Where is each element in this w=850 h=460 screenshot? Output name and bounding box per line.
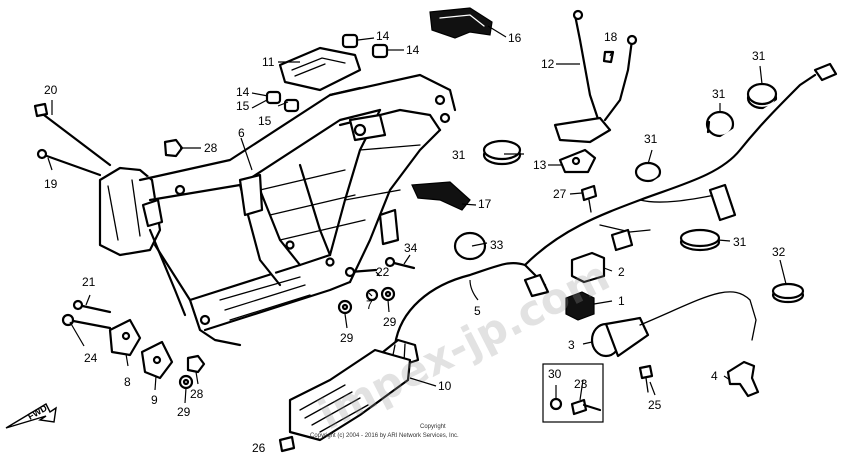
rubber-cushions[interactable] xyxy=(265,33,389,113)
callout-31-a: 31 xyxy=(452,148,466,162)
bolt-26[interactable] xyxy=(278,435,296,453)
callout-10: 10 xyxy=(438,379,452,393)
regulator-2[interactable] xyxy=(570,251,606,284)
wire-harness[interactable] xyxy=(381,62,838,368)
rear-stay[interactable] xyxy=(553,9,638,144)
callout-29-c: 29 xyxy=(177,405,191,419)
callout-9: 9 xyxy=(151,393,158,407)
callout-15-b: 15 xyxy=(258,114,272,128)
callout-14-c: 14 xyxy=(236,85,250,99)
callout-24: 24 xyxy=(84,351,98,365)
bolt-23[interactable] xyxy=(570,398,602,416)
bolt-22[interactable] xyxy=(344,266,378,278)
callout-15-a: 15 xyxy=(236,99,250,113)
callout-8: 8 xyxy=(124,375,131,389)
callout-19: 19 xyxy=(44,177,58,191)
callout-27: 27 xyxy=(553,187,567,201)
callout-7: 7 xyxy=(366,298,373,312)
callout-4: 4 xyxy=(711,369,718,383)
bolt-21[interactable] xyxy=(72,299,112,314)
callout-14-b: 14 xyxy=(406,43,420,57)
bolt-27[interactable] xyxy=(580,184,598,213)
small-bracket[interactable] xyxy=(558,148,597,174)
callout-31-d: 31 xyxy=(644,132,658,146)
callout-14-a: 14 xyxy=(376,29,390,43)
callout-28-b: 28 xyxy=(190,387,204,401)
band-31-e[interactable] xyxy=(679,228,721,252)
callout-28-a: 28 xyxy=(204,141,218,155)
long-bolt-20[interactable] xyxy=(33,102,112,167)
callout-20: 20 xyxy=(44,83,58,97)
leader-lines xyxy=(47,25,787,404)
washer-29-mid[interactable] xyxy=(337,299,353,315)
nut-28-top[interactable] xyxy=(163,138,184,158)
callout-2: 2 xyxy=(618,265,625,279)
callout-31-e: 31 xyxy=(733,235,747,249)
callout-6: 6 xyxy=(238,126,245,140)
band-31-d[interactable] xyxy=(634,161,662,183)
callout-34: 34 xyxy=(404,241,418,255)
bolt-25[interactable] xyxy=(638,364,654,393)
callout-3: 3 xyxy=(568,338,575,352)
callout-21: 21 xyxy=(82,275,96,289)
band-33[interactable] xyxy=(453,231,487,261)
callout-29-a: 29 xyxy=(340,331,354,345)
callout-30: 30 xyxy=(548,367,562,381)
relay-1[interactable] xyxy=(565,291,595,321)
skid-plate[interactable] xyxy=(288,348,412,442)
callout-32: 32 xyxy=(772,245,786,259)
callout-11: 11 xyxy=(262,55,275,69)
plate-9[interactable] xyxy=(140,340,174,380)
plug-cap-4[interactable] xyxy=(726,360,760,398)
callout-labels: 1 2 3 4 5 6 7 8 9 10 11 12 13 14 14 14 1… xyxy=(44,29,786,455)
nut-28-bottom[interactable] xyxy=(186,354,206,374)
callout-22: 22 xyxy=(376,265,390,279)
washer-30[interactable] xyxy=(549,397,563,411)
callout-5: 5 xyxy=(474,304,481,318)
callout-23: 23 xyxy=(574,377,588,391)
frame-body[interactable] xyxy=(98,73,457,347)
callout-26: 26 xyxy=(252,441,266,455)
plate-8[interactable] xyxy=(108,318,142,357)
callout-31-c: 31 xyxy=(752,49,766,63)
callout-31-b: 31 xyxy=(712,87,726,101)
fastener-box xyxy=(542,363,604,423)
callout-25: 25 xyxy=(648,398,662,412)
callout-17: 17 xyxy=(478,197,492,211)
washer-29-right[interactable] xyxy=(380,286,396,302)
chain-guard[interactable] xyxy=(411,181,471,211)
bolt-24[interactable] xyxy=(61,313,112,330)
callout-16: 16 xyxy=(508,31,522,45)
copyright-line-1: Copyright xyxy=(420,424,446,430)
ignition-coil-3[interactable] xyxy=(590,291,757,358)
callout-33: 33 xyxy=(490,238,504,252)
callout-1: 1 xyxy=(618,294,625,308)
band-31-a[interactable] xyxy=(482,139,522,166)
fwd-arrow-icon: FWD xyxy=(5,403,57,429)
seat-bracket[interactable] xyxy=(429,7,493,39)
copyright-line-2: Copyright (c) 2004 - 2016 by ARI Network… xyxy=(310,433,459,439)
band-32[interactable] xyxy=(771,282,805,304)
callout-13: 13 xyxy=(533,158,547,172)
callout-18: 18 xyxy=(604,30,618,44)
bolt-34[interactable] xyxy=(384,256,416,270)
callout-12: 12 xyxy=(541,57,555,71)
callout-29-b: 29 xyxy=(383,315,397,329)
long-bolt-19[interactable] xyxy=(36,148,102,177)
washer-7[interactable] xyxy=(365,288,379,302)
battery-tray[interactable] xyxy=(278,46,362,92)
band-31-c[interactable] xyxy=(746,82,778,110)
